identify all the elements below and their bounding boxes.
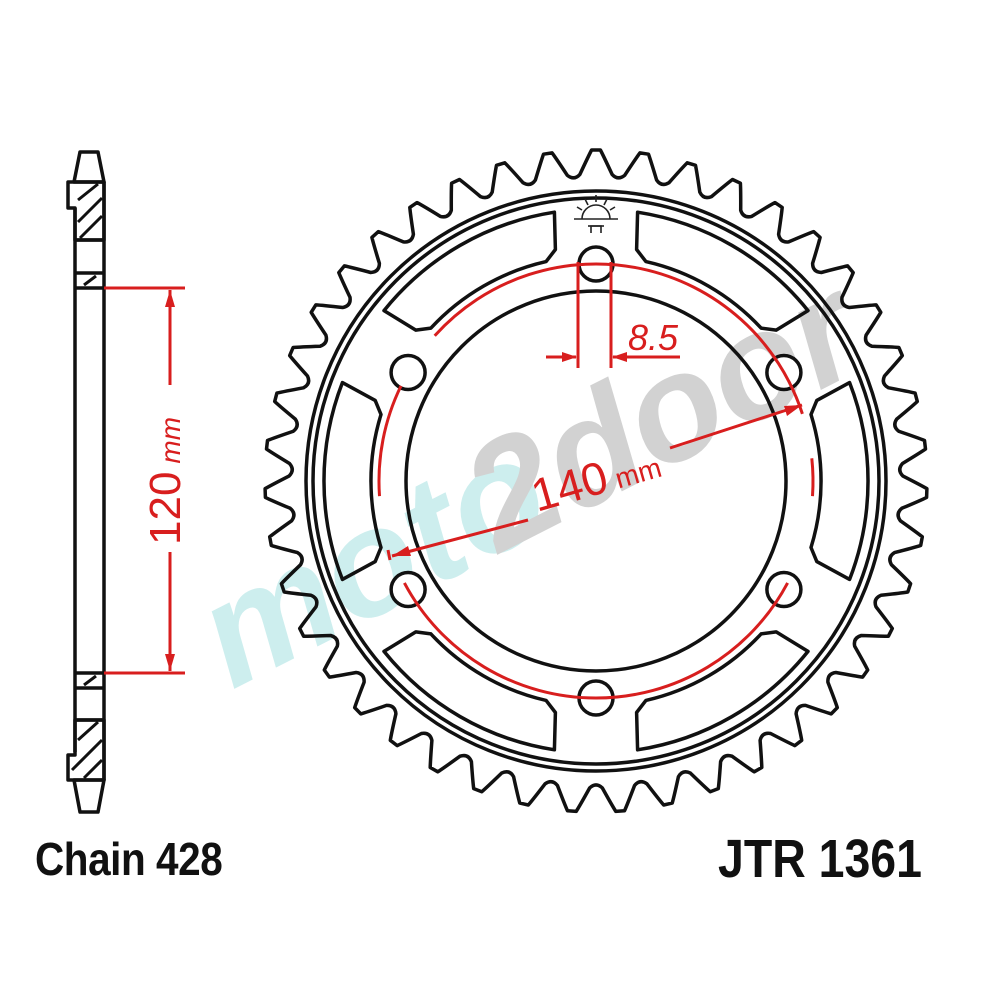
lightening-hole (382, 210, 558, 332)
lightening-hole (322, 380, 383, 582)
lightening-hole (382, 630, 558, 752)
dimension-120-label: 120mm (141, 417, 190, 545)
dimension-140mm (386, 403, 803, 561)
dimension-120mm (104, 286, 185, 675)
lightening-hole (634, 630, 810, 752)
side-profile-hatching (70, 182, 104, 780)
dimension-8-5-label: 8.5 (628, 317, 679, 358)
dimension-8-5 (546, 262, 680, 368)
lightening-holes (322, 210, 870, 752)
lightening-hole (634, 210, 810, 332)
chain-size-label: Chain 428 (35, 833, 223, 885)
outer-ring (304, 189, 888, 773)
center-bore (404, 289, 788, 673)
side-profile (66, 150, 106, 814)
pcd-arcs (377, 262, 815, 700)
lightening-hole (809, 380, 870, 582)
bolt-hole (389, 353, 427, 392)
direction-symbol-icon (574, 195, 618, 233)
sprocket-teeth-outline (263, 148, 929, 814)
part-number-label: JTR 1361 (718, 829, 922, 889)
watermark-2door: 2door (435, 240, 892, 584)
